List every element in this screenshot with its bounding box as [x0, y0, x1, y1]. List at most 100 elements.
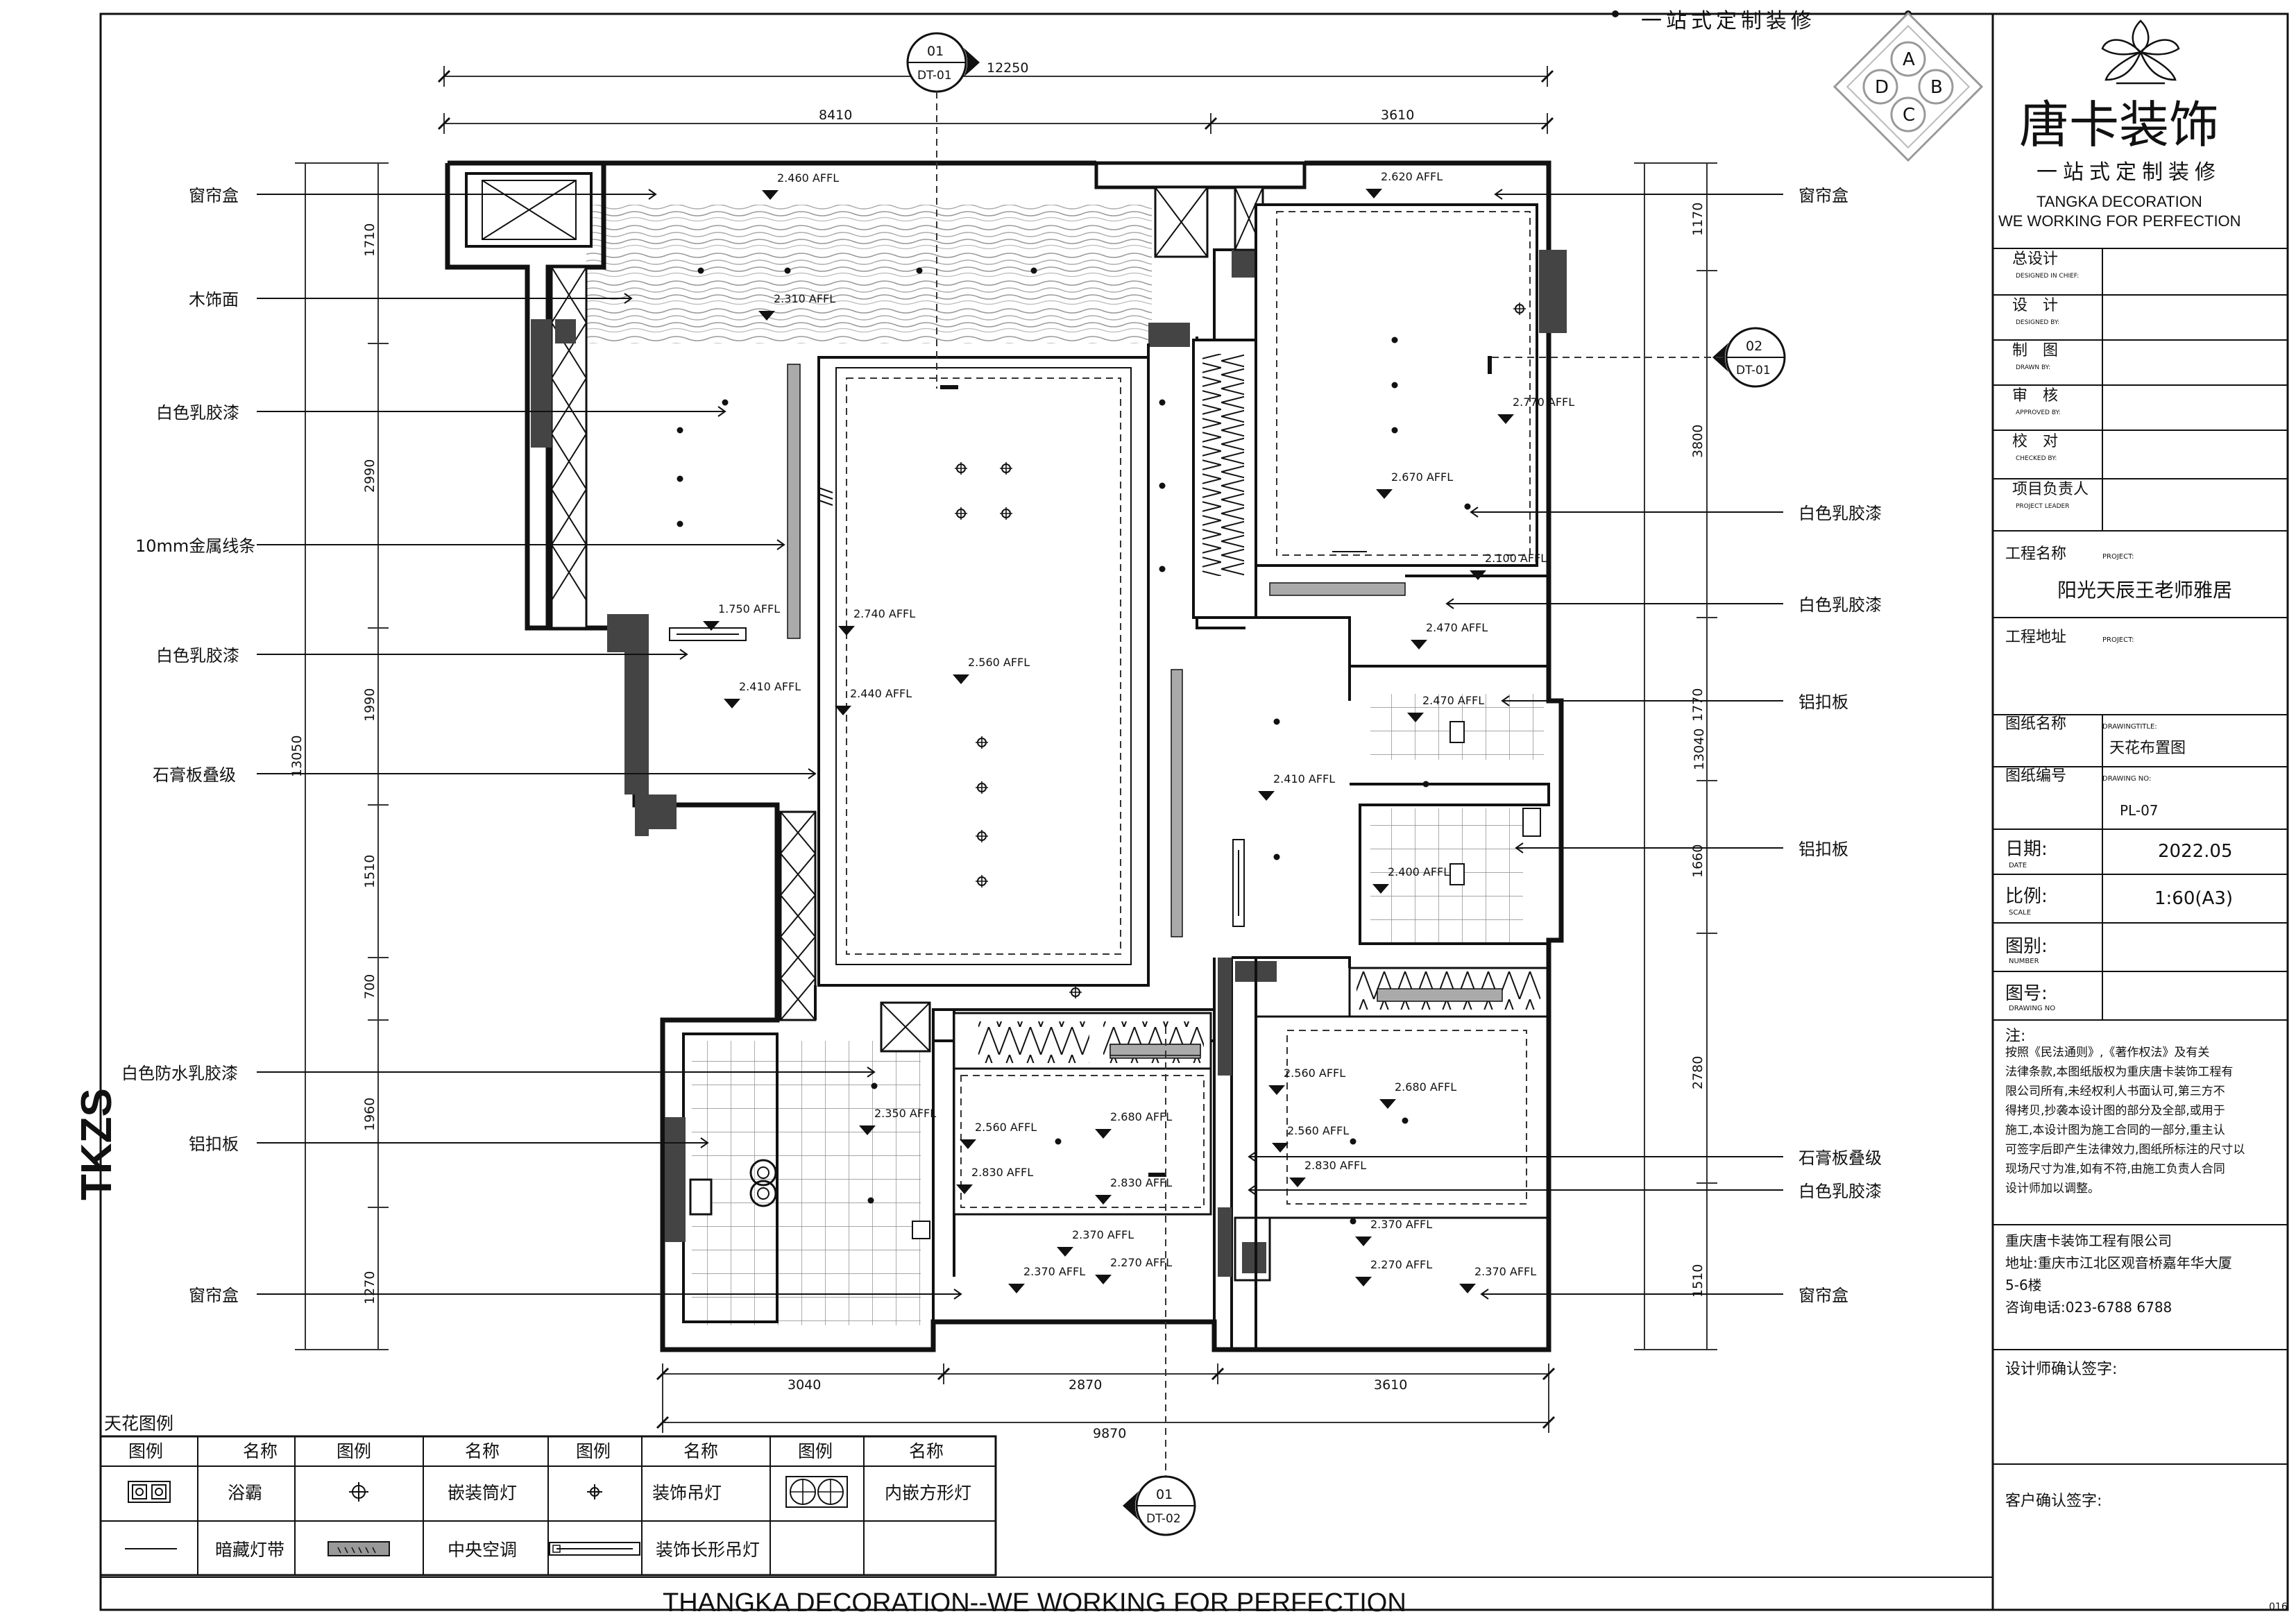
elevation-label: 2.830 AFFL — [971, 1166, 1033, 1179]
page-number: 016 — [2269, 1601, 2288, 1613]
tb-no-value: PL-07 — [2120, 802, 2159, 819]
elevation-label: 2.560 AFFL — [975, 1121, 1037, 1134]
elevation-label: 2.370 AFFL — [1023, 1265, 1085, 1278]
tile-area-3 — [692, 1041, 921, 1325]
dim-top-b: 3610 — [1381, 108, 1414, 123]
tb-note-line: 得拷贝,抄袭本设计图的部分及全部,或用于 — [2005, 1104, 2225, 1118]
dim-top-total: 12250 — [987, 60, 1028, 76]
callout-metal-strip: 10mm金属线条 — [135, 536, 255, 556]
tb-row-label: 设 计 — [2012, 297, 2058, 314]
pendant-light-icon — [587, 1484, 602, 1499]
tb-row-sublabel: CHECKED BY: — [2016, 455, 2057, 462]
elevation-label: 2.370 AFFL — [1474, 1265, 1536, 1278]
elevation-label: 2.560 AFFL — [1287, 1124, 1349, 1137]
dimension-lines — [295, 66, 1717, 1433]
elevation-label: 2.400 AFFL — [1388, 865, 1449, 878]
legend-header: 图例 — [337, 1441, 371, 1461]
callout-right-gypsum: 石膏板叠级 — [1798, 1148, 1882, 1168]
tb-note-line: 法律条款,本图纸版权为重庆唐卡装饰工程有 — [2005, 1064, 2233, 1079]
recessed-square-light-icon — [785, 1476, 848, 1508]
tb-company-line: 地址:重庆市江北区观音桥嘉年华大厦 — [2005, 1255, 2232, 1271]
tb-designer-sign: 设计师确认签字: — [2005, 1361, 2117, 1378]
dim-right-5: 2780 — [1690, 1056, 1706, 1089]
dimension-texts: 12250 8410 3610 3040 2870 3610 9870 1305… — [289, 60, 1707, 1441]
legend-text: 图例名称图例名称图例名称图例名称浴霸嵌装筒灯装饰吊灯内嵌方形灯暗藏灯带中央空调装… — [128, 1441, 971, 1560]
svg-text:DT-02: DT-02 — [1146, 1512, 1181, 1526]
callout-right-latex-2: 白色乳胶漆 — [1798, 595, 1882, 615]
callout-right-curtain-box-1: 窗帘盒 — [1798, 186, 1848, 205]
svg-text:01: 01 — [927, 44, 944, 59]
drawing-frame — [99, 12, 2289, 1611]
tb-row-label: 审 核 — [2012, 387, 2058, 405]
elevation-label: 2.350 AFFL — [874, 1107, 936, 1120]
floor-plan — [445, 160, 1567, 1352]
elevation-marker — [762, 190, 779, 200]
legend-item-name: 内嵌方形灯 — [885, 1483, 971, 1503]
elevation-label: 2.680 AFFL — [1110, 1110, 1172, 1123]
tile-area-2 — [1370, 808, 1523, 944]
brand-name: 唐卡装饰 — [2019, 96, 2219, 154]
tb-company-line: 咨询电话:023-6788 6788 — [2005, 1299, 2172, 1316]
tb-project-sub: PROJECT: — [2102, 553, 2134, 561]
elevation-label: 2.770 AFFL — [1513, 396, 1574, 409]
legend-item-name: 装饰长形吊灯 — [656, 1540, 760, 1560]
dim-left-6: 1960 — [362, 1098, 377, 1131]
callout-right-latex-1: 白色乳胶漆 — [1798, 504, 1882, 523]
tb-drawing-sub: DRAWING NO — [2009, 1005, 2055, 1012]
tb-drawing-label: 图号: — [2005, 983, 2048, 1004]
bath-heater-icon — [128, 1481, 171, 1503]
tb-row-label: 项目负责人 — [2012, 481, 2089, 498]
tb-row-label: 制 图 — [2012, 342, 2058, 359]
elevation-label: 2.620 AFFL — [1381, 170, 1443, 183]
dim-right-total: 13040 — [1692, 729, 1707, 770]
legend-header: 名称 — [909, 1441, 944, 1461]
tb-row-label: 总设计 — [2012, 250, 2058, 268]
recessed-downlight-icon — [349, 1482, 368, 1502]
svg-text:01: 01 — [1156, 1487, 1173, 1502]
tb-company-line: 5-6楼 — [2005, 1277, 2042, 1293]
tb-row-sublabel: PROJECT LEADER — [2016, 503, 2069, 510]
elevation-label: 2.830 AFFL — [1110, 1176, 1172, 1189]
tb-sheet-sub: NUMBER — [2009, 958, 2039, 965]
left-callouts: 窗帘盒 木饰面 白色乳胶漆 10mm金属线条 白色乳胶漆 石膏板叠级 白色防水乳… — [121, 186, 255, 1305]
brand-slogan: 一站式定制装修 — [2036, 160, 2221, 185]
elevation-label: 2.740 AFFL — [853, 607, 915, 620]
tb-scale-value: 1:60(A3) — [2154, 888, 2233, 909]
dim-left-2: 2990 — [362, 459, 377, 493]
title-block — [1993, 248, 2288, 1465]
callout-leaders — [257, 189, 1783, 1300]
legend-item-name: 浴霸 — [228, 1483, 262, 1503]
svg-text:02: 02 — [1746, 339, 1762, 354]
section-mark-top: 01 DT-01 — [906, 32, 980, 93]
tb-scale-label: 比例: — [2005, 886, 2048, 907]
legend-item-name: 装饰吊灯 — [652, 1483, 722, 1503]
dim-left-4: 1510 — [362, 855, 377, 888]
callout-right-curtain-box-2: 窗帘盒 — [1798, 1286, 1848, 1305]
dim-left-1: 1710 — [362, 223, 377, 257]
legend-item-name: 中央空调 — [448, 1540, 517, 1560]
legend-header: 名称 — [465, 1441, 500, 1461]
tb-date-value: 2022.05 — [2158, 841, 2233, 862]
footer-text: THANGKA DECORATION--WE WORKING FOR PERFE… — [663, 1588, 1406, 1617]
callout-white-latex-1: 白色乳胶漆 — [156, 403, 239, 423]
elevation-label: 2.270 AFFL — [1110, 1256, 1172, 1269]
long-pendant-light-icon — [549, 1542, 640, 1556]
dim-left-total: 13050 — [289, 736, 305, 777]
tb-project-label: 工程名称 — [2005, 545, 2066, 563]
header-slogan: 一站式定制装修 — [1641, 9, 1816, 33]
svg-text:DT-01: DT-01 — [917, 69, 952, 83]
tb-no-sub: DRAWING NO: — [2102, 775, 2151, 783]
legend-header: 图例 — [128, 1441, 163, 1461]
elevation-marker — [1355, 1237, 1372, 1246]
elevation-label: 2.470 AFFL — [1426, 621, 1488, 634]
callout-waterproof-latex: 白色防水乳胶漆 — [121, 1064, 238, 1083]
tb-address-sub: PROJECT: — [2102, 636, 2134, 644]
tb-client-sign: 客户确认签字: — [2005, 1493, 2102, 1510]
callout-white-latex-2: 白色乳胶漆 — [156, 646, 239, 665]
elevation-marker — [1008, 1284, 1025, 1293]
elevation-label: 2.470 AFFL — [1422, 694, 1484, 707]
tb-title-sub: DRAWINGTITLE: — [2102, 723, 2157, 731]
callout-right-aluminum-2: 铝扣板 — [1798, 840, 1848, 859]
tb-note-title: 注: — [2005, 1028, 2025, 1045]
